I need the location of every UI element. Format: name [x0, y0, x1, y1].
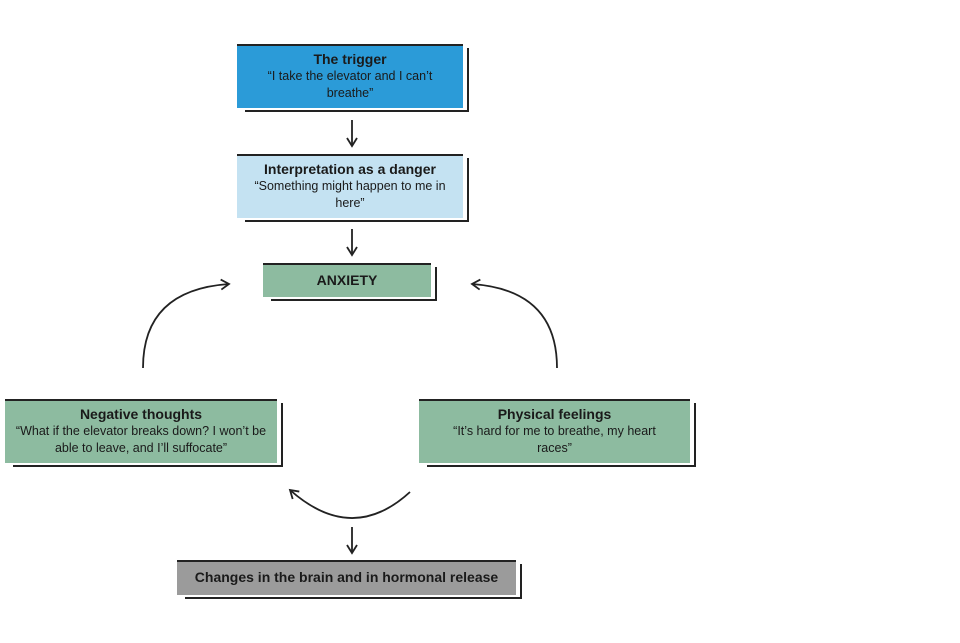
trigger-title: The trigger: [313, 50, 387, 67]
anxiety-title: ANXIETY: [316, 271, 378, 288]
trigger-text: “I take the elevator and I can’t breathe…: [267, 68, 433, 100]
physical-feelings-box: Physical feelings “It’s hard for me to b…: [419, 399, 696, 467]
negative-thoughts-text: “What if the elevator breaks down? I won…: [15, 423, 267, 455]
interpretation-text: “Something might happen to me in here”: [254, 178, 446, 210]
physical-feelings-title: Physical feelings: [497, 405, 612, 422]
interpretation-box: Interpretation as a danger “Something mi…: [237, 154, 469, 222]
anxiety-box: ANXIETY: [263, 263, 437, 301]
negative-thoughts-title: Negative thoughts: [79, 405, 203, 422]
changes-title: Changes in the brain and in hormonal rel…: [194, 569, 499, 585]
arrow-thoughts-to-anxiety: [142, 278, 231, 369]
trigger-box: The trigger “I take the elevator and I c…: [237, 44, 469, 112]
changes-box: Changes in the brain and in hormonal rel…: [177, 560, 522, 599]
physical-feelings-text: “It’s hard for me to breathe, my heart r…: [453, 423, 656, 455]
arrow-feelings-to-anxiety: [470, 278, 558, 369]
arrow-feelings-to-thoughts: [288, 488, 411, 519]
interpretation-title: Interpretation as a danger: [264, 160, 436, 177]
negative-thoughts-box: Negative thoughts “What if the elevator …: [5, 399, 283, 467]
